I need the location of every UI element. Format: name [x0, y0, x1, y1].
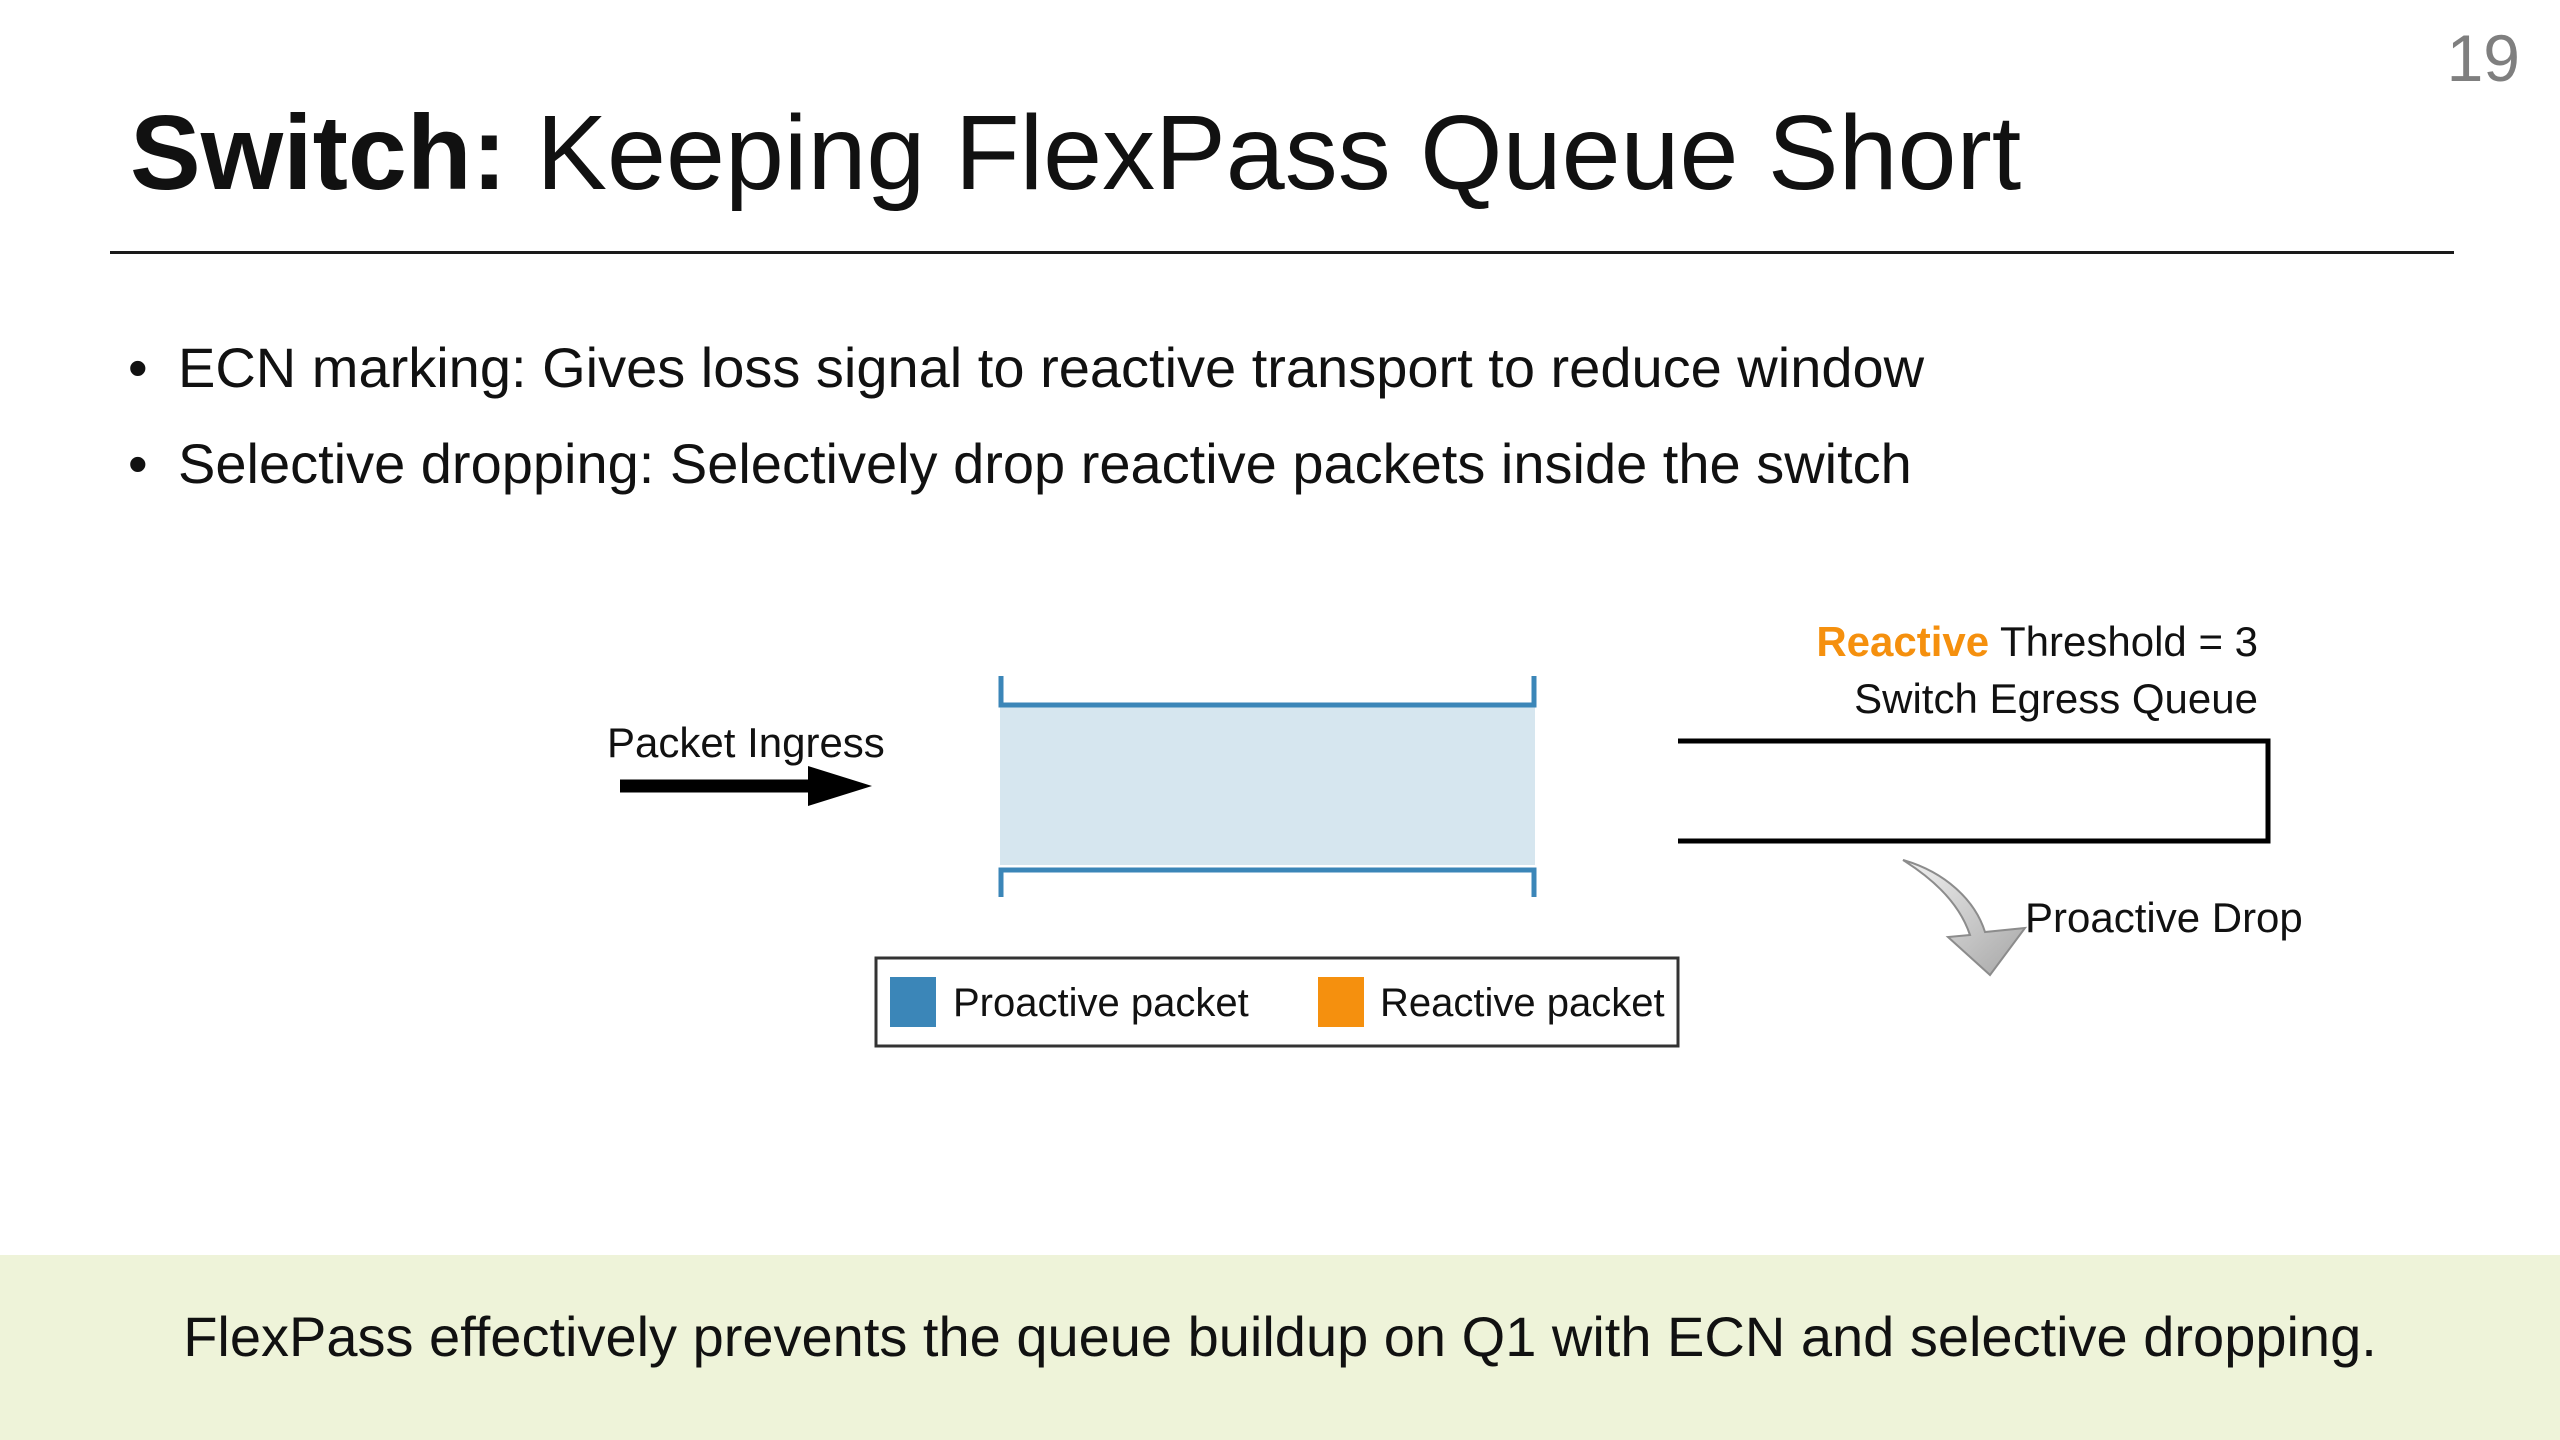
- legend-label-reactive: Reactive packet: [1380, 981, 1665, 1025]
- takeaway-band: [0, 1255, 2560, 1440]
- bullet-ecn-marking: ECN marking: Gives loss signal to reacti…: [128, 320, 1924, 416]
- bullet-list: ECN marking: Gives loss signal to reacti…: [128, 320, 1924, 512]
- legend-label-proactive: Proactive packet: [953, 981, 1249, 1025]
- slide-title: Switch: Keeping FlexPass Queue Short: [130, 88, 2021, 218]
- queue-bottom-bracket: [998, 867, 1537, 897]
- ingress-arrow-icon: [620, 766, 872, 806]
- legend-swatch-proactive: [890, 977, 936, 1027]
- legend-swatch-reactive: [1318, 977, 1364, 1027]
- threshold-value: Threshold = 3: [1989, 618, 2258, 665]
- drop-arrow-icon: [1902, 859, 2028, 977]
- title-divider: [110, 251, 2454, 254]
- threshold-label: Reactive Threshold = 3: [1816, 618, 2258, 665]
- egress-queue-label: Switch Egress Queue: [1854, 675, 2258, 722]
- title-rest-part: Keeping FlexPass Queue Short: [506, 94, 2022, 212]
- takeaway-text: FlexPass effectively prevents the queue …: [183, 1305, 2377, 1368]
- drop-label: Proactive Drop: [2025, 894, 2303, 941]
- legend-box: [874, 956, 1680, 1048]
- ingress-label: Packet Ingress: [607, 719, 885, 766]
- queue-top-bracket: [998, 676, 1537, 708]
- slide-number: 19: [2446, 21, 2520, 95]
- egress-queue-outline: [1678, 738, 2271, 844]
- title-bold-part: Switch:: [130, 94, 507, 212]
- queue-buffer: [1000, 705, 1535, 865]
- bullet-selective-dropping: Selective dropping: Selectively drop rea…: [128, 416, 1924, 512]
- threshold-reactive-word: Reactive: [1816, 618, 1989, 665]
